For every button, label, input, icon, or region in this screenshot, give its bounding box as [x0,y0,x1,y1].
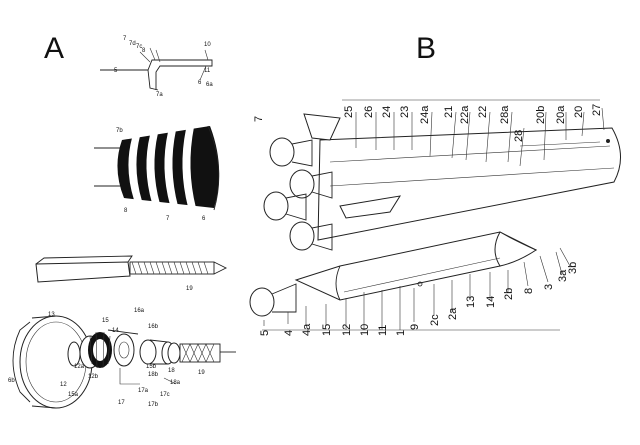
label: 13 [465,296,477,308]
label: 18b [148,372,159,378]
label: 14 [112,328,119,334]
label: 16b [148,324,159,330]
a-ribbed-drum: 7b 8 7 6 [94,125,220,222]
label: 5 [259,330,271,336]
label: 7c [136,44,142,50]
label: 3b [567,262,579,274]
label: 18a [170,380,181,386]
label: 6 [202,216,206,222]
a-top-labels: 7 7d 7c 8 5 10 11 6 6a 7a [114,36,213,98]
label: 24a [419,105,431,124]
label: 26 [363,106,375,118]
label: 1 [395,330,407,336]
label: 10 [359,324,371,336]
label: 15 [321,324,333,336]
label: 15 [102,318,109,324]
label: 9 [409,324,421,330]
label: 11 [377,325,389,336]
a-assembly-labels: 6b 13 16a 16b 14 15 12a 12b 12 15a 17 17… [8,308,205,408]
label: 22a [459,105,471,124]
label: 6 [198,80,202,86]
label: 14 [485,296,497,308]
a-cross-section-detail: 7 7d 7c 8 5 10 11 6 6a 7a [100,36,213,98]
b-rocket-assembly [249,99,621,331]
label: 7d [129,41,136,47]
label: 28a [499,105,511,124]
label: 21 [443,106,455,118]
a-exploded-assembly: 6b 13 16a 16b 14 15 12a 12b 12 15a 17 17… [8,308,236,409]
a-gear [88,331,112,369]
label: 23 [399,106,411,118]
label: 22 [477,106,489,118]
label: 15a [68,392,79,398]
label: 7 [253,116,265,122]
label: 4a [301,323,313,336]
label: 7a [156,92,163,98]
label: 12 [60,382,67,388]
label: 16a [134,308,145,314]
label: 20a [555,105,567,124]
label: 24 [381,106,393,118]
label: 15b [146,364,157,370]
label: 7 [166,216,170,222]
b-top-labels: 25 26 24 23 24a 21 22a 22 28a 28 20b 20a… [253,104,603,142]
label: 2b [503,288,515,300]
panel-letter-b: B [416,32,436,65]
label: 12 [341,324,353,336]
label: 2a [447,307,459,320]
label: 18 [168,368,175,374]
label: 17 [118,400,125,406]
label: 8 [124,208,128,214]
label: 17a [138,388,149,394]
label: 12b [88,374,99,380]
label: 13 [48,312,55,318]
label: 10 [204,42,211,48]
b-bottom-labels: 5 4 4a 15 12 10 11 1 9 2c 2a 13 14 2b 8 … [259,262,579,336]
label: 19 [198,370,205,376]
label: 4 [283,330,295,336]
a-knurled-bar: 19 [35,255,228,292]
label: 3a [557,269,569,282]
label: 5 [114,68,118,74]
label: 27 [591,104,603,116]
b-nozzles [249,137,333,317]
label: 17c [160,392,170,398]
label: 6a [206,82,213,88]
panel-letter-a: A [44,32,64,65]
label: 7b [116,128,123,134]
label: 20 [573,106,585,118]
label: 8 [142,48,146,54]
label: 19 [186,286,193,292]
label: 3 [543,284,555,290]
label: 6b [8,378,15,384]
label: 2c [429,314,441,326]
label: 28 [513,130,525,142]
label: 20b [535,106,547,124]
label: 12a [74,364,85,370]
label: 17b [148,402,159,408]
label: 8 [523,288,535,294]
a-drum-labels: 7b 8 7 6 [116,128,206,222]
label: 7 [123,36,127,42]
label: 25 [343,106,355,118]
label: 11 [204,68,211,74]
